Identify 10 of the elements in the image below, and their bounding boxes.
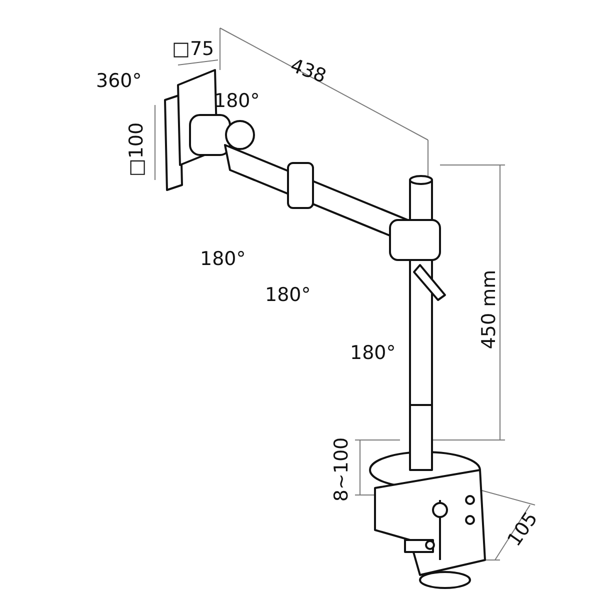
- rotation-angle-label: 180°: [350, 344, 396, 363]
- rotation-angle-label: 180°: [214, 92, 260, 111]
- dimension-label: 8~100: [332, 437, 352, 502]
- rotation-angle-label: 180°: [265, 286, 311, 305]
- dimension-label: 450 mm: [480, 270, 500, 350]
- rotation-angle-label: 180°: [200, 250, 246, 269]
- rotation-angle-label: 360°: [96, 72, 142, 91]
- dimension-label: □100: [128, 122, 147, 177]
- dimension-label: 438: [288, 56, 328, 87]
- dimension-label: □75: [172, 40, 214, 59]
